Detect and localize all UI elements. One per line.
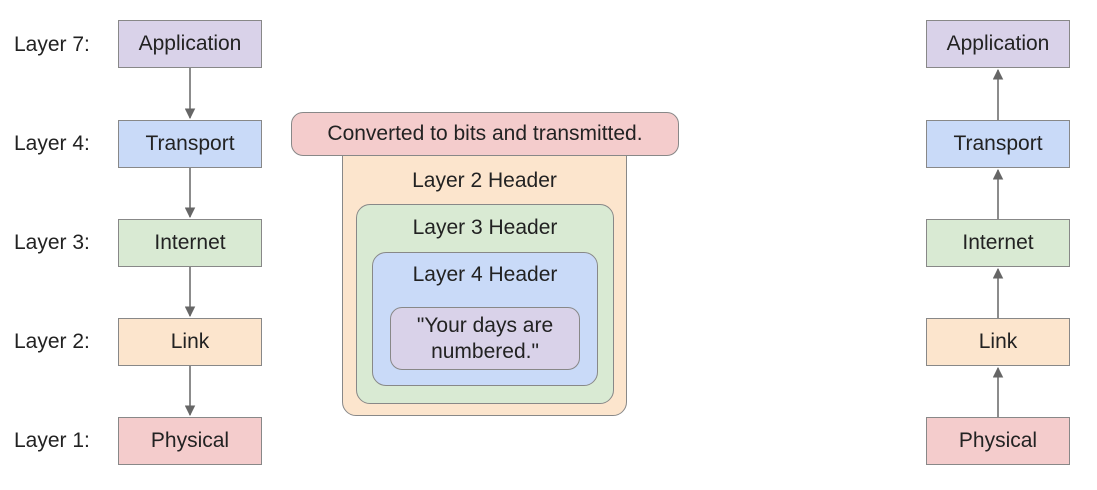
receiver-transport-box: Transport [926, 120, 1070, 168]
receiver-internet-box: Internet [926, 219, 1070, 267]
layer-7-label: Layer 7: [14, 33, 90, 56]
sender-transport-box: Transport [118, 120, 262, 168]
receiver-link-box: Link [926, 318, 1070, 366]
sender-physical-box: Physical [118, 417, 262, 465]
sender-link-box: Link [118, 318, 262, 366]
layer-1-label: Layer 1: [14, 429, 90, 452]
layer-4-label: Layer 4: [14, 132, 90, 155]
layer-3-header-label: Layer 3 Header [412, 216, 558, 239]
layer-3-label: Layer 3: [14, 231, 90, 254]
application-payload: "Your days are numbered." [390, 307, 580, 370]
receiver-physical-box: Physical [926, 417, 1070, 465]
layer-4-header-label: Layer 4 Header [412, 263, 558, 286]
receiver-application-box: Application [926, 20, 1070, 68]
sender-internet-box: Internet [118, 219, 262, 267]
layer-2-header-label: Layer 2 Header [412, 169, 557, 192]
transmission-banner: Converted to bits and transmitted. [291, 112, 679, 156]
layer-2-label: Layer 2: [14, 330, 90, 353]
sender-application-box: Application [118, 20, 262, 68]
